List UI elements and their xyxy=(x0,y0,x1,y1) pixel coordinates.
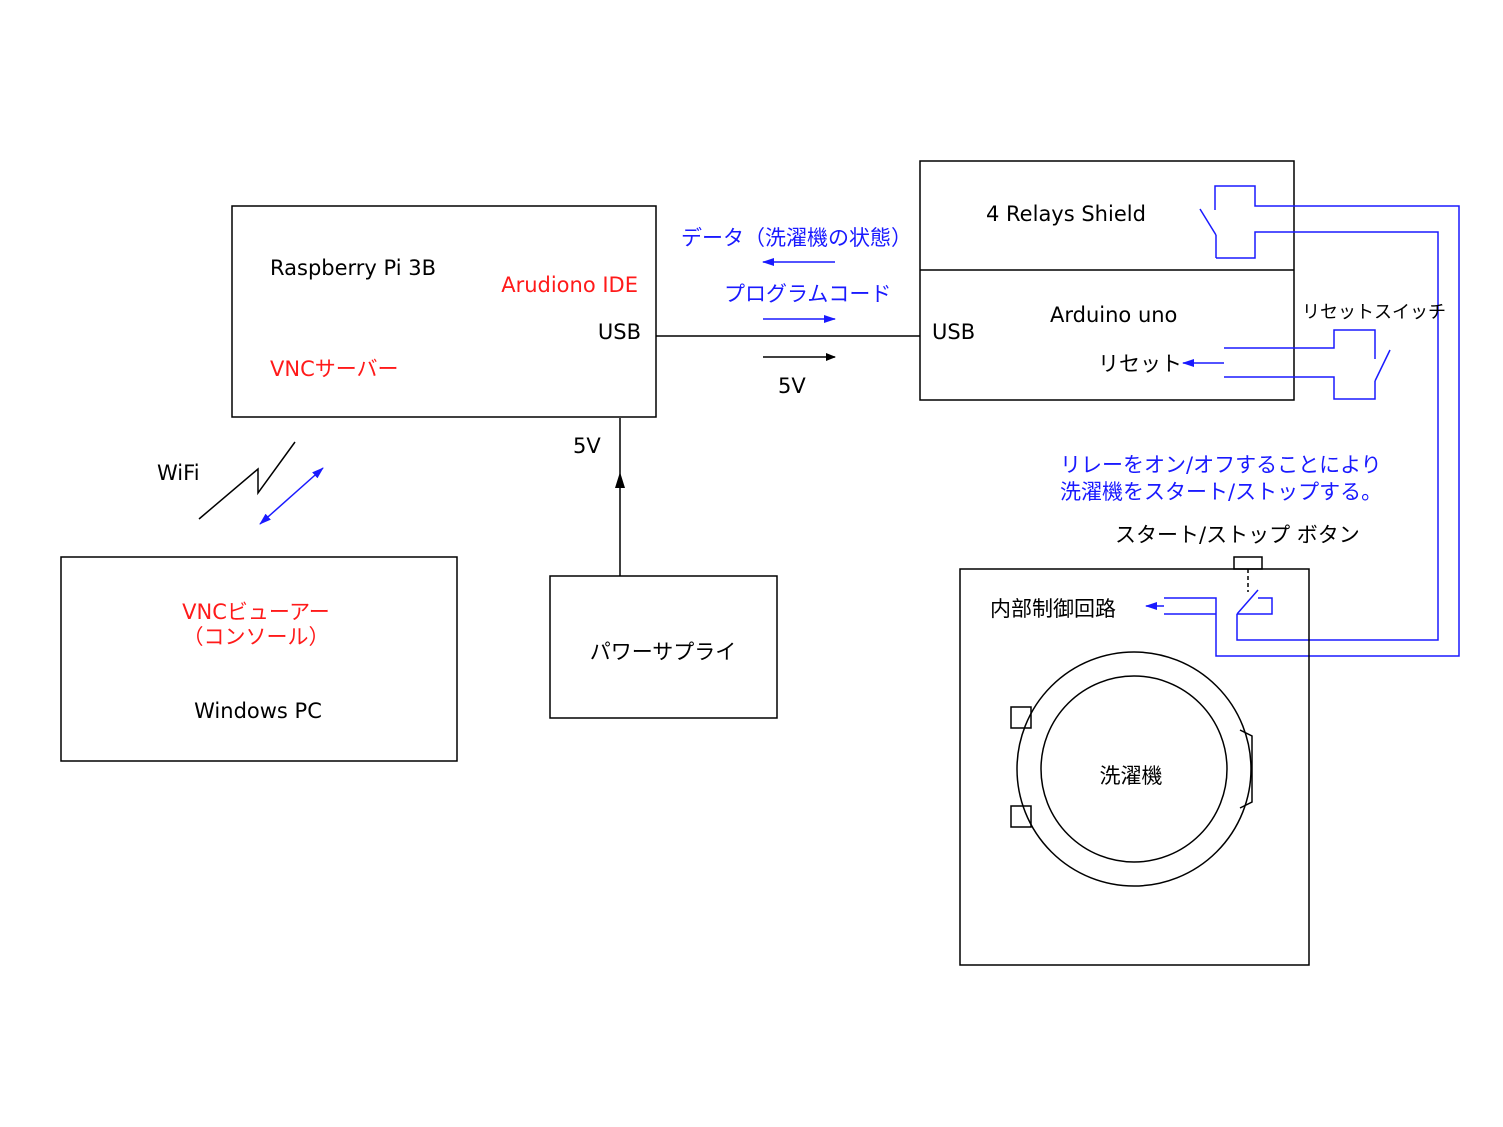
washer-door xyxy=(1016,651,1252,887)
power-supply-box: パワーサプライ xyxy=(549,575,778,719)
raspberry-usb-port-label: USB xyxy=(598,320,641,344)
code-flow-label: プログラムコード xyxy=(724,282,891,306)
windows-pc-box: VNCビューアー （コンソール） Windows PC xyxy=(60,556,458,762)
washer-drum xyxy=(1040,675,1228,863)
vnc-viewer-label: VNCビューアー xyxy=(182,600,330,624)
push-switch-icon xyxy=(1224,329,1391,400)
usb-power-label: 5V xyxy=(778,374,806,398)
push-switch-icon xyxy=(1164,589,1273,615)
wifi-label: WiFi xyxy=(157,461,200,485)
washing-machine-box: 内部制御回路 洗濯機 xyxy=(959,556,1310,966)
arduino-stack-box: 4 Relays Shield Arduino uno USB リセット xyxy=(919,160,1295,401)
lightning-icon xyxy=(198,441,296,520)
windows-pc-title: Windows PC xyxy=(194,699,322,723)
console-label: （コンソール） xyxy=(183,625,330,649)
raspberry-pi-title: Raspberry Pi 3B xyxy=(270,256,436,280)
arduino-ide-label: Arudiono IDE xyxy=(501,273,638,297)
arduino-title: Arduino uno xyxy=(1050,303,1177,327)
psu-power-label: 5V xyxy=(573,434,601,458)
double-arrow-icon xyxy=(259,467,324,525)
vnc-server-label: VNCサーバー xyxy=(270,357,399,381)
start-stop-button xyxy=(1233,556,1263,570)
arduino-reset-label: リセット xyxy=(1098,352,1182,376)
relay-note-line2: 洗濯機をスタート/ストップする。 xyxy=(1060,480,1382,504)
relay-note-line1: リレーをオン/オフすることにより xyxy=(1060,453,1382,477)
power-supply-title: パワーサプライ xyxy=(590,640,737,664)
start-stop-button-label: スタート/ストップ ボタン xyxy=(1115,523,1360,547)
control-circuit-label: 内部制御回路 xyxy=(990,597,1116,621)
data-flow-label: データ（洗濯機の状態） xyxy=(681,226,912,250)
arrow-up-icon xyxy=(615,472,625,488)
door-hinge xyxy=(1010,706,1032,729)
washer-label: 洗濯機 xyxy=(1100,764,1163,788)
door-handle xyxy=(1239,729,1253,809)
relay-shield-title: 4 Relays Shield xyxy=(986,202,1146,226)
door-hinge xyxy=(1010,805,1032,828)
arduino-usb-port-label: USB xyxy=(932,320,975,344)
relay-switch-icon xyxy=(1199,185,1460,657)
raspberry-pi-box: Raspberry Pi 3B Arudiono IDE VNCサーバー USB xyxy=(231,205,657,418)
reset-switch-label: リセットスイッチ xyxy=(1302,302,1446,323)
